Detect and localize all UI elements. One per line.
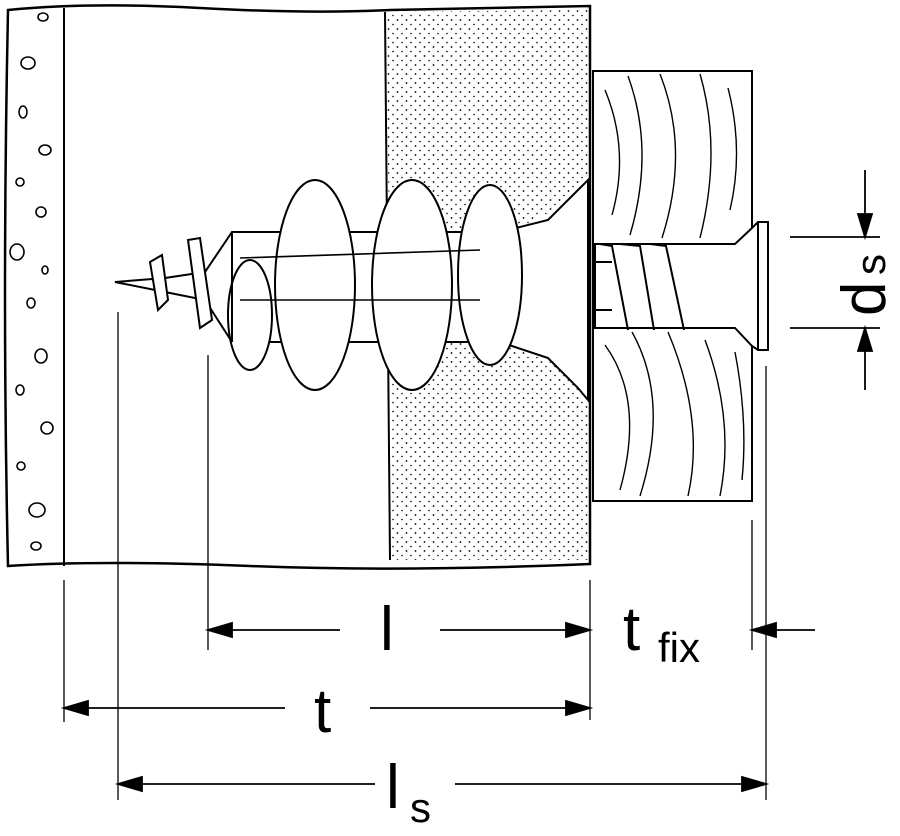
label-ls-main: l	[386, 753, 400, 822]
dimension-l	[204, 621, 594, 639]
label-l: l	[380, 595, 394, 664]
screw	[594, 221, 769, 351]
wall-aggregate	[9, 12, 54, 551]
dimension-ds	[790, 170, 880, 390]
dimension-tfix	[748, 621, 815, 639]
label-d-sub: s	[847, 254, 894, 275]
extension-lines	[63, 312, 767, 800]
dowel	[114, 177, 589, 403]
dimension-ls	[114, 775, 770, 793]
label-tfix-main: t	[623, 595, 640, 664]
label-ls-sub: s	[410, 784, 431, 831]
dimension-t	[60, 699, 594, 717]
label-t: t	[314, 677, 331, 746]
label-d-main: d	[830, 282, 899, 316]
label-tfix-sub: fix	[658, 624, 700, 671]
